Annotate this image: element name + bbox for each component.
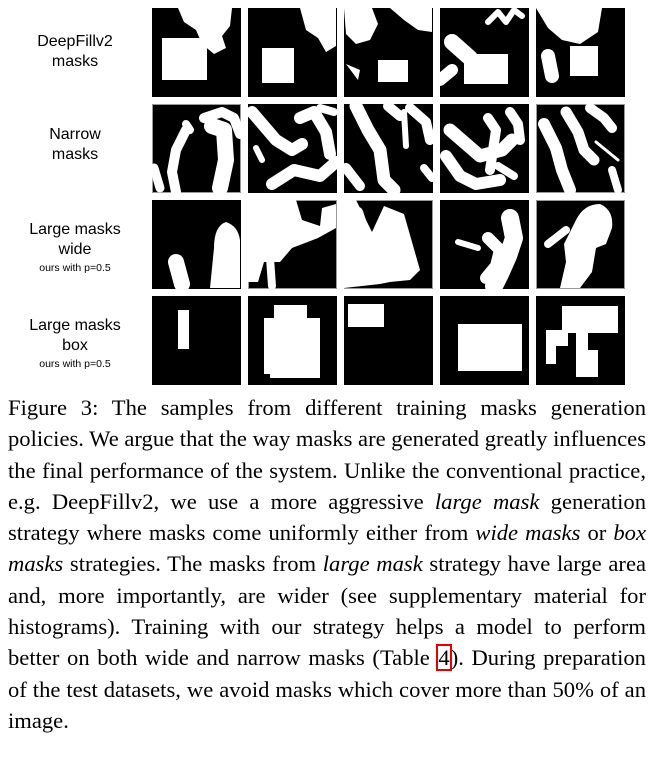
row-label-note: ours with p=0.5 bbox=[39, 358, 111, 370]
figure-caption: Figure 3: The samples from different tra… bbox=[8, 392, 646, 736]
caption-text: Figure 3: The samples from different tra… bbox=[8, 395, 646, 514]
row-label-narrow: Narrow masks bbox=[0, 125, 150, 165]
mask-tile bbox=[536, 200, 625, 289]
mask-tile bbox=[152, 296, 241, 385]
mask-tile bbox=[434, 7, 529, 97]
caption-text: strategy have large area and, more impor… bbox=[8, 551, 646, 671]
row-label-box: Large masks box ours with p=0.5 bbox=[0, 316, 150, 371]
mask-tile bbox=[536, 8, 625, 97]
caption-emphasis: box masks bbox=[8, 520, 646, 577]
caption-emphasis: large mask bbox=[434, 488, 540, 514]
mask-tile bbox=[536, 103, 625, 196]
mask-tile bbox=[344, 8, 433, 97]
mask-tile bbox=[440, 200, 529, 295]
row-label-wide: Large masks wide ours with p=0.5 bbox=[0, 220, 150, 275]
mask-tile bbox=[248, 8, 337, 97]
row-label-line1: Large masks bbox=[29, 317, 121, 334]
caption-emphasis: wide masks bbox=[475, 520, 581, 546]
row-label-deepfill: DeepFillv2 masks bbox=[0, 32, 150, 72]
mask-tile bbox=[344, 200, 433, 289]
mask-tile bbox=[152, 8, 241, 97]
caption-text: strategies. The masks from bbox=[63, 551, 323, 577]
row-label-line1: Narrow bbox=[49, 126, 101, 143]
row-label-note: ours with p=0.5 bbox=[39, 262, 111, 274]
mask-tile bbox=[246, 104, 342, 193]
row-label-line2: box bbox=[62, 337, 88, 354]
mask-tile bbox=[149, 104, 245, 197]
mask-tile bbox=[344, 296, 433, 385]
mask-tile bbox=[341, 99, 436, 197]
caption-text: generation strategy where masks come uni… bbox=[8, 488, 647, 546]
caption-emphasis: large mask bbox=[322, 551, 423, 577]
caption-text: ). During preparation of the test datase… bbox=[8, 645, 646, 733]
row-label-line1: Large masks bbox=[29, 221, 121, 238]
row-label-line2: masks bbox=[51, 146, 99, 163]
mask-grid bbox=[149, 7, 625, 385]
mask-tile bbox=[248, 200, 337, 290]
row-label-line2: masks bbox=[51, 53, 99, 70]
mask-tile bbox=[440, 104, 529, 193]
caption-text: or bbox=[580, 520, 614, 546]
row-label-line1: DeepFillv2 bbox=[37, 33, 113, 50]
mask-tile bbox=[152, 200, 241, 292]
mask-tile bbox=[536, 296, 625, 385]
mask-tile bbox=[248, 296, 337, 385]
mask-tile bbox=[440, 296, 529, 385]
row-label-line2: wide bbox=[58, 241, 92, 258]
table-reference-link[interactable]: 4 bbox=[436, 644, 452, 672]
